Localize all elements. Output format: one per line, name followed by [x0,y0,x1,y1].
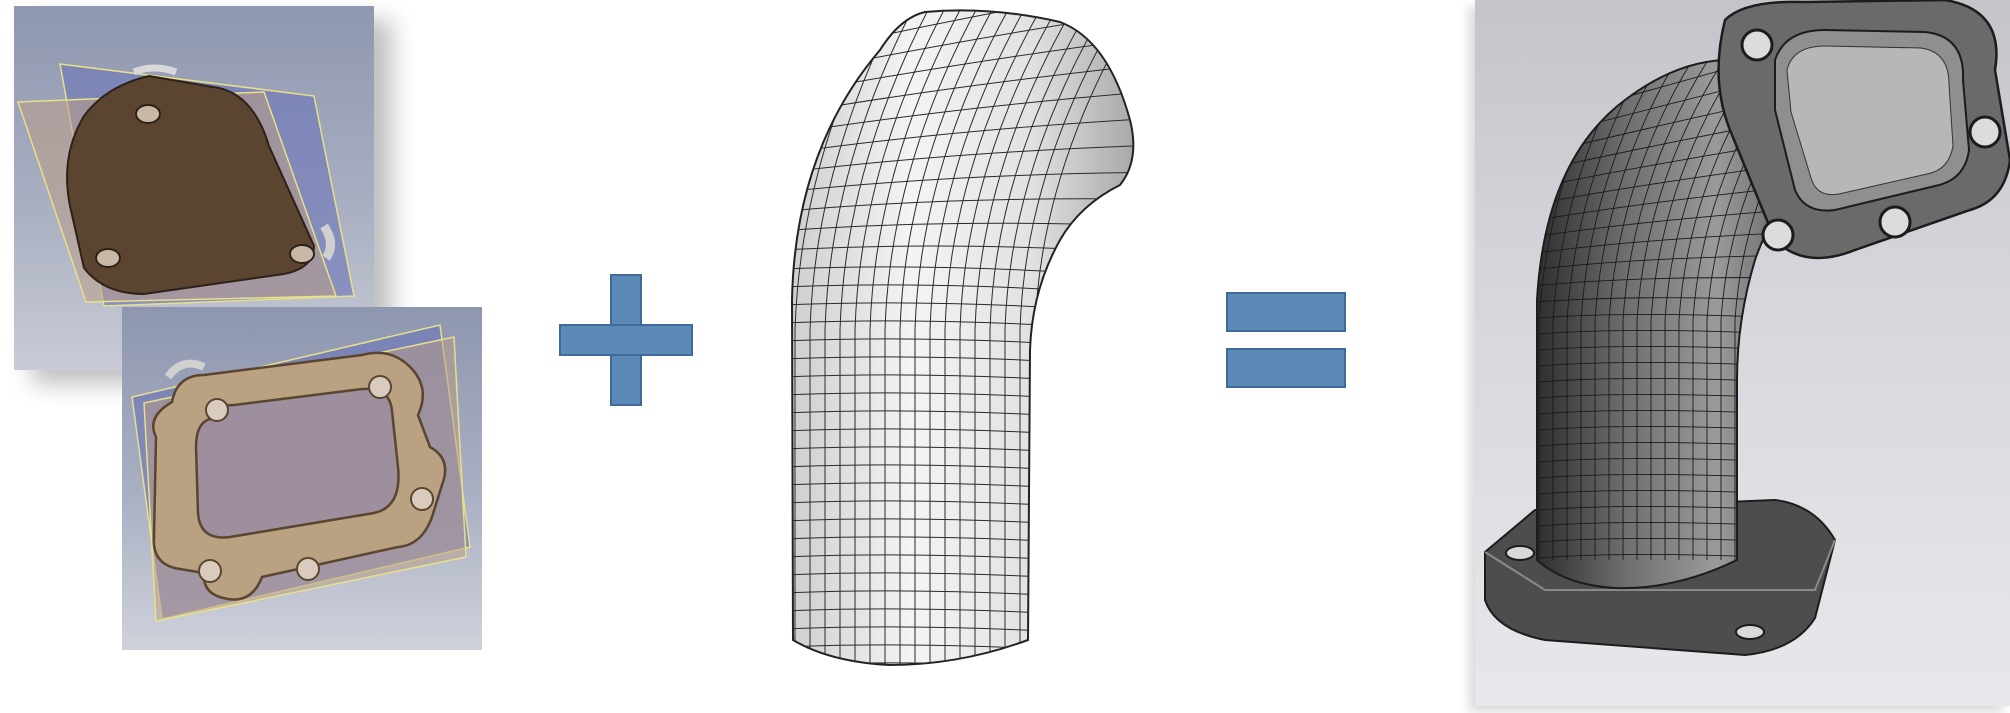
flange-a-drawing [16,63,355,307]
mesh-line [899,10,993,665]
bolt-hole [289,244,315,264]
bolt-hole [1761,218,1795,252]
result-panel [1475,0,2010,706]
bolt-hole [198,559,222,583]
mesh-line [792,198,1134,221]
mesh-line [1594,60,1690,560]
bolt-hole [1968,115,2002,149]
bolt-hole [205,398,229,422]
mesh-line [989,10,1089,665]
flange-a-side-edge [320,223,335,261]
mesh-line [884,10,977,665]
bolt-hole [1740,28,1774,62]
flange-b-edge [164,359,206,380]
mesh-line [792,37,1134,113]
bolt-hole [368,375,392,399]
flange-b-panel [122,307,482,650]
flange-b-opening [194,387,400,539]
mesh-line [854,10,945,665]
mesh-line [944,10,1041,665]
mesh-line [974,10,1073,665]
mesh-line [792,171,1134,203]
bolt-hole [410,487,434,511]
mesh-line [1636,60,1738,560]
mesh-line [792,10,1134,77]
bolt-hole [95,248,121,268]
flange-a-body [66,74,316,296]
flange-a-panel [14,6,374,370]
mesh-line [1622,60,1722,560]
mesh-line [1608,60,1706,560]
mesh-line [869,10,961,665]
bolt-hole [135,104,161,124]
flange-b-drawing [131,324,471,622]
mesh-line [1004,10,1105,665]
mesh-line [929,10,1025,665]
bolt-hole [1735,624,1765,640]
mesh-line [792,144,1134,185]
mesh-line [959,10,1057,665]
top-flange-inner [1786,45,1954,196]
mesh-line [914,10,1009,665]
flange-a-edge [132,64,178,76]
bolt-hole [1878,205,1912,239]
mesh-line [1019,10,1121,665]
duct-surface [790,9,1135,667]
mesh-line [792,662,1134,665]
mesh-line [792,118,1134,167]
bolt-hole [296,557,320,581]
mesh-line [824,10,913,665]
bolt-hole [1505,545,1535,561]
mesh-line [839,10,929,665]
manifold-drawing [1484,0,2010,657]
mesh-line [792,64,1134,131]
